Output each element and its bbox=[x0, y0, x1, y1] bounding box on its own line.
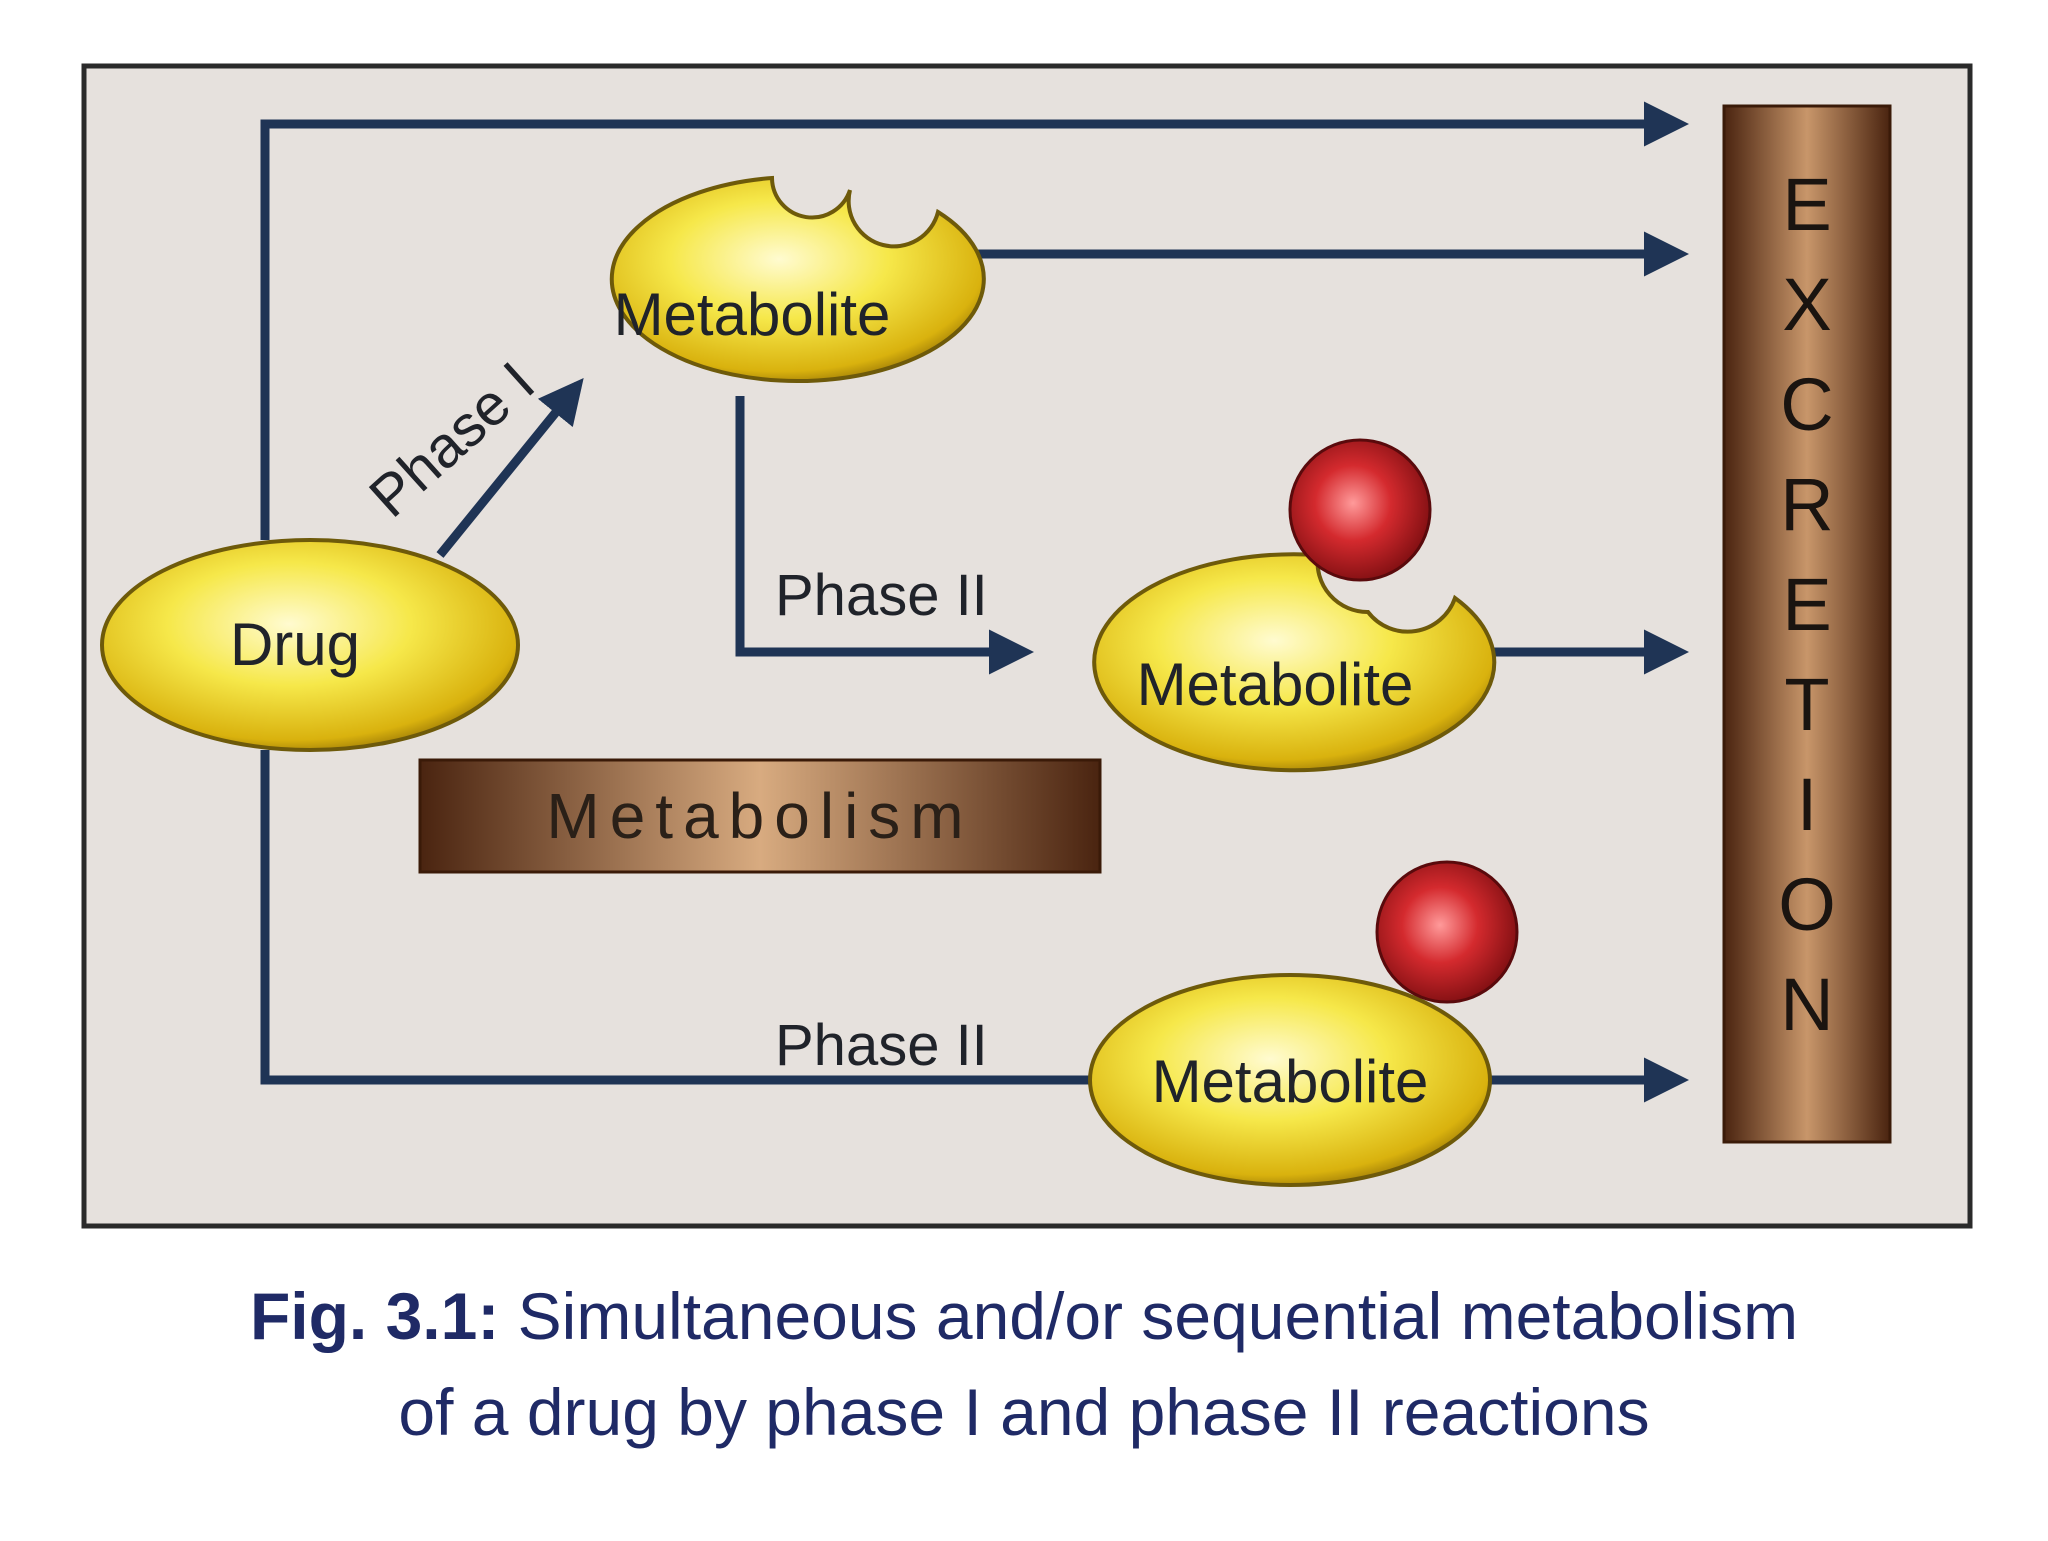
metabolism-label: Metabolism bbox=[546, 780, 973, 852]
caption-text-1: Simultaneous and/or sequential metabolis… bbox=[517, 1279, 1799, 1353]
arrow-drug-direct-excretion bbox=[260, 101, 1689, 540]
metabolite-sequential-node bbox=[1092, 552, 1497, 773]
drug-node bbox=[100, 538, 520, 752]
drug-label: Drug bbox=[230, 611, 360, 678]
phase-two-sequential-label: Phase II bbox=[775, 563, 988, 628]
phase-two-direct-label: Phase II bbox=[775, 1013, 988, 1078]
excretion-letter: R bbox=[1780, 463, 1833, 546]
arrow-phase-two-direct bbox=[260, 750, 1090, 1085]
excretion-letter: I bbox=[1797, 763, 1818, 846]
metabolism-bar bbox=[418, 758, 1102, 874]
excretion-bar bbox=[1722, 104, 1892, 1144]
excretion-letter: E bbox=[1782, 563, 1831, 646]
arrow-phase-one bbox=[436, 378, 584, 558]
caption-line-1: Fig. 3.1: Simultaneous and/or sequential… bbox=[0, 1268, 2048, 1364]
excretion-letter: T bbox=[1784, 663, 1829, 746]
caption-line-2: of a drug by phase I and phase II reacti… bbox=[398, 1375, 1650, 1449]
excretion-letter: N bbox=[1780, 963, 1833, 1046]
figure-caption: Fig. 3.1: Simultaneous and/or sequential… bbox=[0, 1268, 2048, 1460]
metabolite-phase1-label: Metabolite bbox=[614, 281, 891, 348]
arrow-phase-two-sequential bbox=[735, 396, 1034, 675]
metabolite-sequential-label: Metabolite bbox=[1137, 651, 1414, 718]
metabolite-direct-node bbox=[1088, 973, 1492, 1187]
pathway-arrows bbox=[260, 101, 1689, 1103]
metabolite-phase1-node bbox=[609, 175, 986, 383]
conjugate-ball-sequential bbox=[1288, 438, 1432, 582]
excretion-letters: E X C R E T I O N bbox=[1778, 163, 1836, 1046]
excretion-letter: E bbox=[1782, 163, 1831, 246]
metabolite-direct-label: Metabolite bbox=[1152, 1048, 1429, 1115]
caption-figure-number: Fig. 3.1: bbox=[249, 1279, 500, 1353]
excretion-letter: C bbox=[1780, 363, 1833, 446]
conjugate-ball-direct bbox=[1375, 860, 1519, 1004]
excretion-letter: O bbox=[1778, 863, 1836, 946]
excretion-letter: X bbox=[1782, 263, 1831, 346]
